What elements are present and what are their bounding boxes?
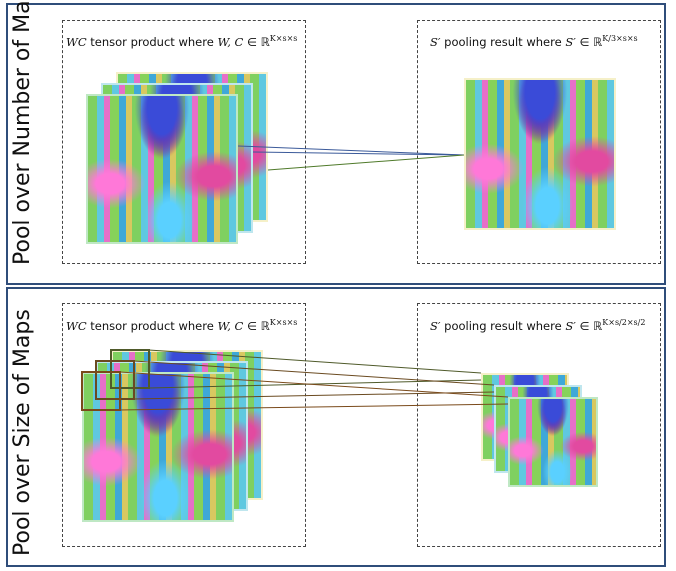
top-left-dashed-box (62, 20, 306, 264)
top-left-caption: WC tensor product where W, C ∈ ℝK×s×s (66, 34, 298, 49)
bottom-connector-1 (148, 349, 482, 374)
top-feature-map-1 (86, 94, 238, 244)
top-connector-green (267, 154, 465, 171)
top-connectors (237, 145, 465, 171)
pool-window-mid (95, 360, 135, 400)
top-connector-blue (237, 145, 465, 156)
pool-over-number-panel (6, 3, 666, 285)
bottom-connector-6 (119, 403, 509, 411)
bottom-connector-4 (133, 391, 495, 400)
bottom-connectors (81, 349, 509, 411)
bottom-connector-5 (119, 371, 509, 398)
bottom-left-dashed-box (62, 303, 306, 547)
top-connector-blue-2 (252, 151, 465, 156)
bottom-connector-3 (133, 360, 495, 386)
top-pooled-map (464, 78, 616, 230)
top-right-caption: S′ pooling result where S′ ∈ ℝK/3×s×s (430, 34, 638, 49)
bottom-left-caption: WC tensor product where W, C ∈ ℝK×s×s (66, 318, 298, 333)
pool-window-front (81, 371, 121, 411)
pool-window-back (110, 349, 150, 389)
bottom-right-dashed-box (417, 303, 661, 547)
bottom-pooled-map-1 (508, 397, 598, 487)
pool-over-size-panel (6, 287, 666, 567)
top-right-dashed-box (417, 20, 661, 264)
bottom-right-caption: S′ pooling result where S′ ∈ ℝK×s/2×s/2 (430, 318, 646, 333)
bottom-connector-2 (148, 379, 482, 389)
